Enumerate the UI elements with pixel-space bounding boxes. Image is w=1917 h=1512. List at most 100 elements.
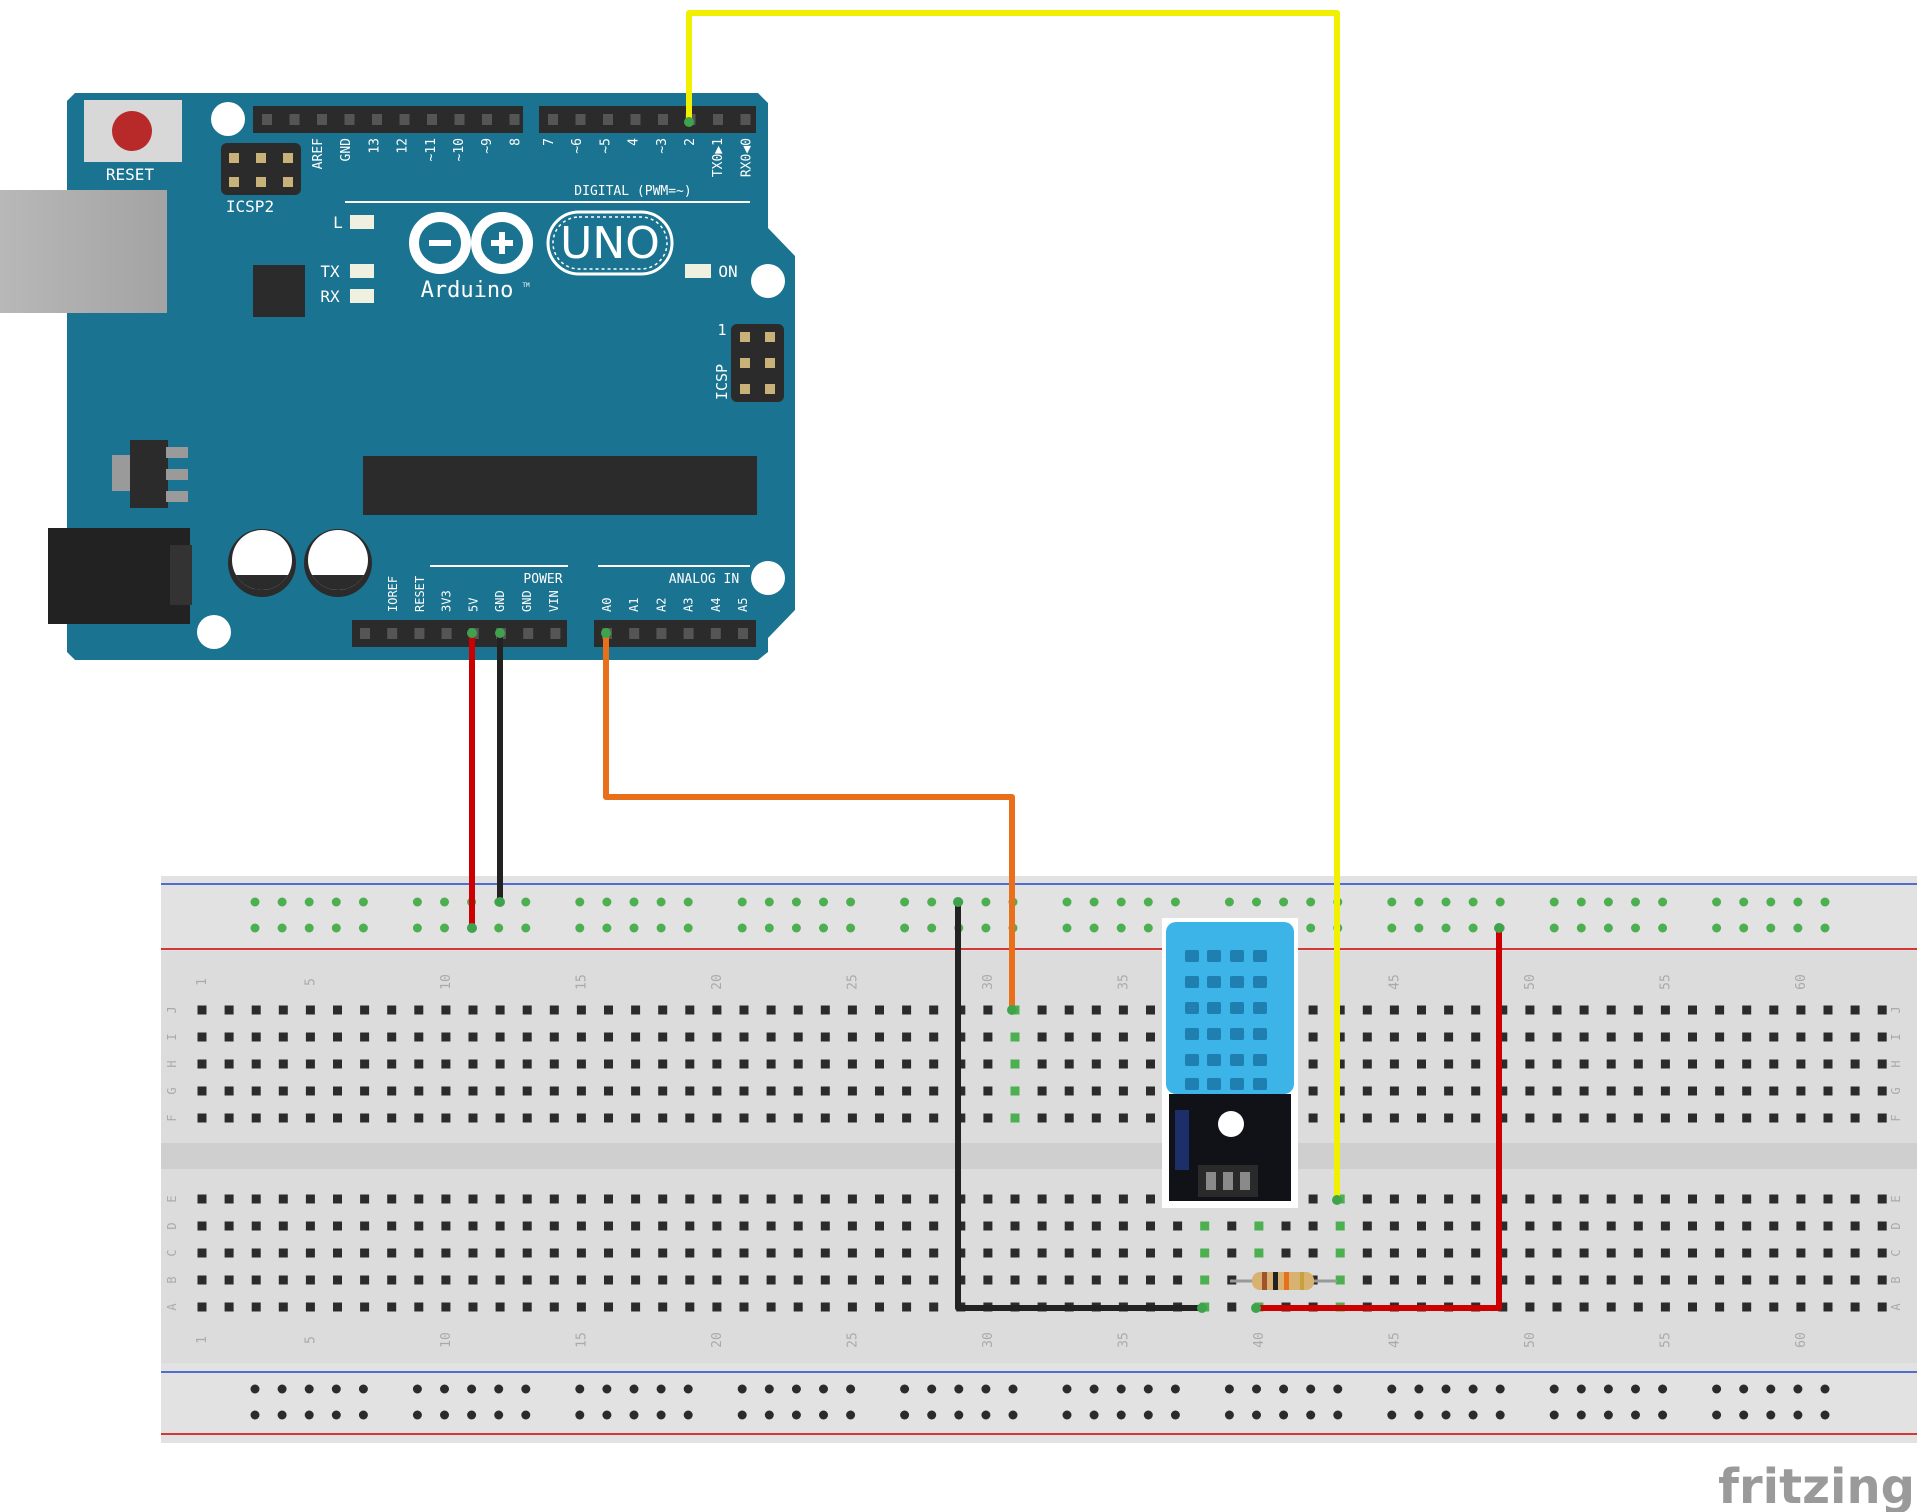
breadboard-hole[interactable] xyxy=(495,1302,505,1312)
breadboard-hole[interactable] xyxy=(1417,1248,1426,1258)
breadboard-hole[interactable] xyxy=(820,1059,830,1069)
rail-hole[interactable] xyxy=(683,923,693,933)
rail-hole[interactable] xyxy=(900,1410,910,1420)
breadboard-hole[interactable] xyxy=(658,1005,668,1015)
breadboard-hole[interactable] xyxy=(1200,1248,1210,1258)
breadboard-hole[interactable] xyxy=(685,1302,695,1312)
rail-hole[interactable] xyxy=(1658,897,1668,907)
breadboard-hole[interactable] xyxy=(278,1113,288,1123)
breadboard-hole[interactable] xyxy=(820,1221,830,1231)
rail-hole[interactable] xyxy=(900,923,910,933)
breadboard-hole[interactable] xyxy=(522,1194,532,1204)
rail-hole[interactable] xyxy=(1603,1410,1613,1420)
rail-hole[interactable] xyxy=(737,1410,747,1420)
breadboard-hole[interactable] xyxy=(793,1248,803,1258)
breadboard-hole[interactable] xyxy=(1525,1113,1535,1123)
breadboard-hole[interactable] xyxy=(197,1032,207,1042)
rail-hole[interactable] xyxy=(331,897,341,907)
breadboard-hole[interactable] xyxy=(251,1086,261,1096)
rail-hole[interactable] xyxy=(629,923,639,933)
breadboard-hole[interactable] xyxy=(1742,1005,1752,1015)
breadboard-hole[interactable] xyxy=(1525,1032,1535,1042)
breadboard-hole[interactable] xyxy=(251,1059,261,1069)
rail-hole[interactable] xyxy=(277,897,287,907)
breadboard-hole[interactable] xyxy=(929,1086,939,1096)
breadboard-hole[interactable] xyxy=(1417,1275,1426,1285)
breadboard-hole[interactable] xyxy=(1146,1248,1155,1258)
breadboard-hole[interactable] xyxy=(1389,1221,1399,1231)
breadboard-hole[interactable] xyxy=(1308,1248,1318,1258)
breadboard-hole[interactable] xyxy=(1146,1086,1155,1096)
breadboard-hole[interactable] xyxy=(495,1005,505,1015)
breadboard-hole[interactable] xyxy=(1471,1059,1481,1069)
breadboard-hole[interactable] xyxy=(1660,1302,1670,1312)
breadboard-hole[interactable] xyxy=(224,1113,234,1123)
rail-hole[interactable] xyxy=(1820,1384,1830,1394)
rail-hole[interactable] xyxy=(277,1384,287,1394)
breadboard-hole[interactable] xyxy=(1525,1275,1535,1285)
breadboard-hole[interactable] xyxy=(305,1221,315,1231)
breadboard-hole[interactable] xyxy=(197,1059,207,1069)
breadboard-hole[interactable] xyxy=(1444,1086,1454,1096)
breadboard-hole[interactable] xyxy=(441,1194,451,1204)
rail-hole[interactable] xyxy=(1089,1384,1099,1394)
breadboard-hole[interactable] xyxy=(739,1059,749,1069)
breadboard-hole[interactable] xyxy=(766,1113,776,1123)
breadboard-hole[interactable] xyxy=(1417,1032,1426,1042)
rail-hole[interactable] xyxy=(846,1384,856,1394)
breadboard-hole[interactable] xyxy=(1742,1248,1752,1258)
breadboard-hole[interactable] xyxy=(1444,1248,1454,1258)
rail-hole[interactable] xyxy=(900,897,910,907)
rail-hole[interactable] xyxy=(1712,1384,1722,1394)
breadboard-hole[interactable] xyxy=(1688,1113,1697,1123)
breadboard-hole[interactable] xyxy=(658,1194,668,1204)
breadboard-hole[interactable] xyxy=(793,1032,803,1042)
breadboard-hole[interactable] xyxy=(305,1005,315,1015)
breadboard-hole[interactable] xyxy=(1091,1275,1101,1285)
rail-hole[interactable] xyxy=(1252,1410,1261,1420)
rail-hole[interactable] xyxy=(1224,1410,1234,1420)
rail-hole[interactable] xyxy=(467,1384,477,1394)
breadboard-hole[interactable] xyxy=(333,1248,342,1258)
breadboard-hole[interactable] xyxy=(631,1032,641,1042)
rail-hole[interactable] xyxy=(521,897,531,907)
breadboard-hole[interactable] xyxy=(1796,1113,1806,1123)
rail-hole[interactable] xyxy=(1739,897,1749,907)
breadboard-hole[interactable] xyxy=(1389,1194,1399,1204)
breadboard-hole[interactable] xyxy=(712,1113,722,1123)
rail-hole[interactable] xyxy=(440,923,449,933)
breadboard-hole[interactable] xyxy=(1444,1059,1454,1069)
rail-hole[interactable] xyxy=(764,1410,774,1420)
breadboard-hole[interactable] xyxy=(1064,1059,1074,1069)
breadboard-hole[interactable] xyxy=(847,1032,857,1042)
breadboard-hole[interactable] xyxy=(1742,1302,1752,1312)
rail-hole[interactable] xyxy=(358,1410,368,1420)
breadboard-hole[interactable] xyxy=(1417,1059,1426,1069)
breadboard-hole[interactable] xyxy=(197,1194,207,1204)
breadboard-hole[interactable] xyxy=(278,1086,288,1096)
breadboard-hole[interactable] xyxy=(1823,1248,1833,1258)
breadboard-hole[interactable] xyxy=(604,1005,613,1015)
breadboard-hole[interactable] xyxy=(1877,1113,1887,1123)
breadboard-hole[interactable] xyxy=(1254,1221,1264,1231)
breadboard-hole[interactable] xyxy=(305,1248,315,1258)
breadboard-hole[interactable] xyxy=(1715,1275,1725,1285)
breadboard-hole[interactable] xyxy=(1118,1248,1128,1258)
breadboard-hole[interactable] xyxy=(1606,1086,1616,1096)
breadboard-hole[interactable] xyxy=(1769,1221,1779,1231)
breadboard-hole[interactable] xyxy=(847,1113,857,1123)
breadboard-hole[interactable] xyxy=(1850,1059,1860,1069)
rail-hole[interactable] xyxy=(1495,1410,1505,1420)
breadboard-hole[interactable] xyxy=(604,1248,613,1258)
rail-hole[interactable] xyxy=(1658,1410,1668,1420)
rail-hole[interactable] xyxy=(981,897,991,907)
breadboard-hole[interactable] xyxy=(305,1302,315,1312)
breadboard-hole[interactable] xyxy=(631,1248,641,1258)
breadboard-hole[interactable] xyxy=(197,1302,207,1312)
breadboard-hole[interactable] xyxy=(1037,1086,1047,1096)
rail-hole[interactable] xyxy=(1631,923,1640,933)
breadboard-hole[interactable] xyxy=(1823,1113,1833,1123)
rail-hole[interactable] xyxy=(602,897,612,907)
breadboard-hole[interactable] xyxy=(929,1194,939,1204)
breadboard-hole[interactable] xyxy=(604,1302,613,1312)
